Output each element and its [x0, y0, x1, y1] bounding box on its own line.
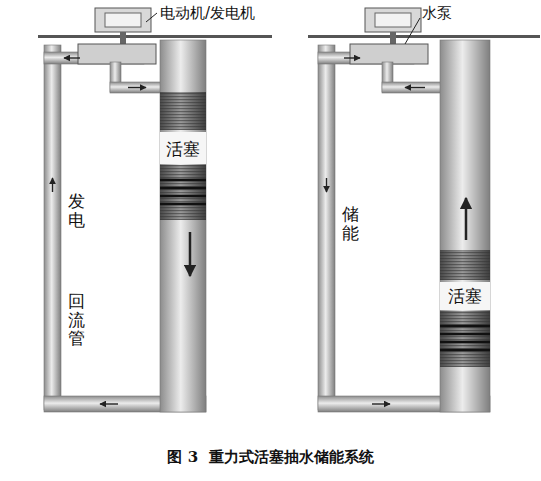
flow-arrow: [128, 87, 146, 88]
piston: [440, 311, 490, 367]
gap: [160, 132, 206, 164]
flow-label: 发电: [68, 192, 85, 229]
motor-generator: [95, 8, 151, 32]
piston: [440, 311, 490, 367]
shaft: [160, 40, 206, 412]
leader-line: [405, 18, 420, 44]
flow-arrow: [64, 57, 80, 58]
piston-rings: [440, 326, 490, 350]
return-pipe: [44, 45, 61, 410]
motor-generator: [365, 8, 421, 32]
flow-arrow: [405, 87, 425, 88]
pump-body: [78, 44, 156, 64]
part-label: 电动机/发电机: [160, 4, 255, 23]
flow-arrow: [100, 403, 118, 404]
flow-arrow: [344, 57, 360, 58]
flow-label: 储能: [342, 205, 359, 242]
gap: [440, 282, 490, 310]
shaft: [440, 40, 490, 412]
piston-top: [440, 250, 490, 280]
part-label: 回流管: [68, 292, 85, 348]
motor-shaft: [120, 32, 126, 44]
flow-arrow: [372, 403, 390, 404]
part-label: 活塞: [166, 138, 200, 161]
pump-body: [350, 44, 428, 64]
figure-caption: 图 3 重力式活塞抽水储能系统: [167, 448, 373, 467]
piston-top: [160, 92, 206, 130]
piston-top: [440, 250, 490, 280]
piston-rings: [160, 180, 206, 204]
leader-line: [146, 13, 157, 22]
piston-top: [160, 92, 206, 130]
storage-system: [308, 8, 540, 412]
flow-arrow: [326, 178, 327, 192]
feed-pipe: [382, 82, 442, 93]
return-pipe: [318, 45, 335, 410]
motor-core: [375, 13, 411, 27]
flow-arrow: [52, 178, 53, 192]
motion-arrow: [465, 198, 468, 240]
motion-arrow: [189, 232, 192, 276]
part-label: 活塞: [448, 285, 482, 308]
motor-shaft: [390, 32, 396, 44]
ground-surface: [308, 35, 540, 38]
piston: [160, 165, 206, 220]
piston: [160, 165, 206, 220]
feed-pipe: [110, 82, 162, 93]
ground-surface: [38, 35, 272, 38]
generating-system: [38, 8, 272, 412]
motor-core: [105, 13, 141, 27]
part-label: 水泵: [422, 4, 452, 23]
